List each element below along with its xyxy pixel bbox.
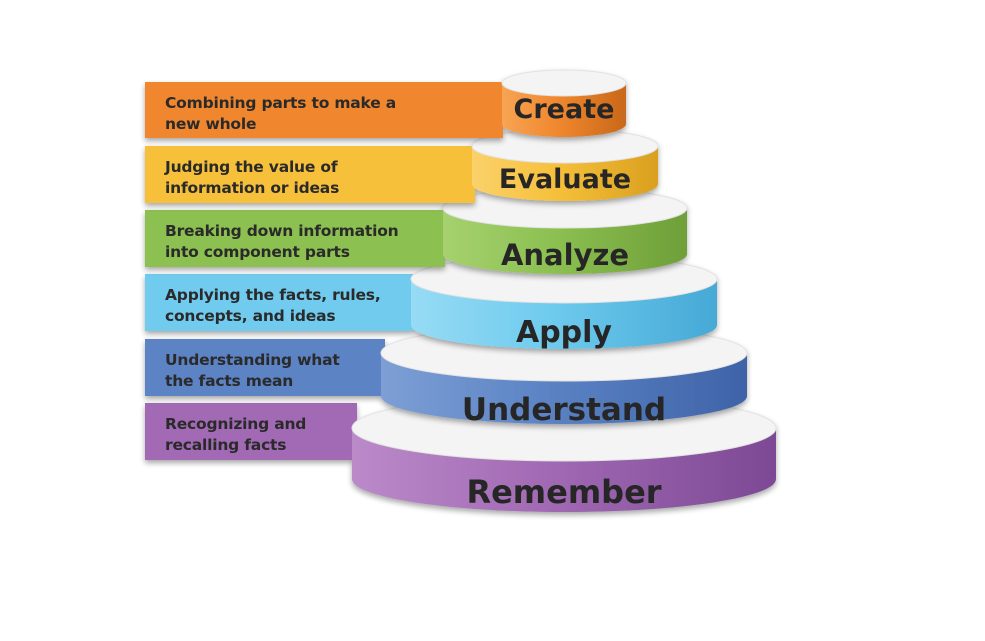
band-create [145, 82, 503, 138]
description-apply: Applying the facts, rules, concepts, and… [165, 286, 381, 325]
description-analyze: Breaking down information into component… [165, 222, 399, 261]
band-evaluate [145, 146, 475, 203]
description-create: Combining parts to make a new whole [165, 94, 397, 133]
band-apply [145, 274, 413, 331]
description-understand: Understanding what the facts mean [165, 351, 340, 390]
tier-title-remember: Remember [466, 473, 661, 511]
band-remember [145, 403, 357, 460]
tier-title-apply: Apply [516, 315, 612, 350]
tier-create: Create [145, 69, 627, 138]
cylinder-side-create [502, 83, 626, 137]
tier-title-understand: Understand [462, 392, 666, 428]
tier-title-create: Create [514, 94, 615, 125]
description-evaluate: Judging the value of information or idea… [165, 158, 340, 197]
tier-analyze: Analyze [145, 187, 688, 274]
tier-title-evaluate: Evaluate [499, 164, 631, 195]
tier-title-analyze: Analyze [501, 238, 629, 272]
band-understand [145, 339, 385, 396]
band-analyze [145, 210, 445, 267]
tier-evaluate: Evaluate [145, 128, 659, 203]
cylinder-top-create [501, 69, 627, 97]
description-remember: Recognizing and recalling facts [165, 415, 307, 454]
